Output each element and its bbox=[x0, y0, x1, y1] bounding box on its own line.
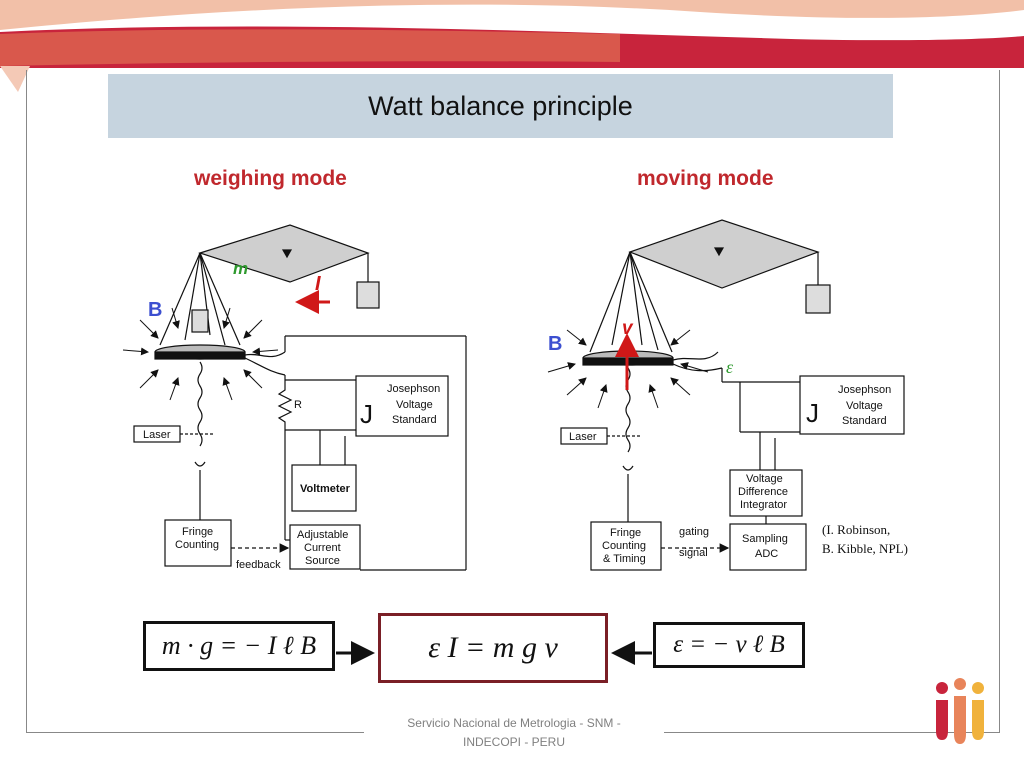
gating-label-1: gating bbox=[679, 526, 709, 538]
label-josephson-j-moving: J bbox=[806, 398, 819, 428]
counterweight bbox=[356, 281, 380, 309]
label-josephson-j: J bbox=[360, 399, 373, 429]
voltmeter-box bbox=[291, 464, 357, 512]
fringe-moving-label-3: & Timing bbox=[603, 553, 646, 565]
fringe-moving-label-2: Counting bbox=[602, 540, 646, 552]
josephson-moving-label-3: Standard bbox=[842, 415, 887, 427]
label-velocity: v bbox=[622, 318, 634, 339]
current-label-1: Adjustable bbox=[297, 529, 348, 541]
josephson-moving-label-2: Voltage bbox=[846, 400, 883, 412]
moving-diagram bbox=[547, 219, 905, 571]
institution-logo bbox=[936, 678, 984, 744]
footer-line-2: INDECOPI - PERU bbox=[462, 735, 565, 749]
fringe-box-weighing bbox=[164, 519, 232, 567]
laser-label-weighing: Laser bbox=[143, 429, 171, 441]
footer-line-1: Servicio Nacional de Metrologia - SNM - bbox=[407, 716, 621, 730]
fringe-box-moving bbox=[590, 521, 662, 571]
josephson-box-moving bbox=[799, 375, 905, 435]
credit-line-1: (I. Robinson, bbox=[822, 522, 891, 537]
header-banner bbox=[0, 0, 1024, 92]
label-mass: m bbox=[233, 259, 248, 278]
adc-box bbox=[729, 523, 807, 571]
label-current: I bbox=[315, 273, 321, 295]
equation-moving: ε = − v ℓ B bbox=[653, 622, 805, 668]
fringe-moving-label-1: Fringe bbox=[610, 527, 641, 539]
josephson-label-3: Standard bbox=[392, 414, 437, 426]
integrator-label-1: Voltage bbox=[746, 473, 783, 485]
weighing-mode-title: weighing mode bbox=[194, 167, 347, 190]
integrator-label-3: Integrator bbox=[740, 499, 787, 511]
coil bbox=[154, 351, 246, 360]
laser-label-moving: Laser bbox=[569, 431, 597, 443]
josephson-label-2: Voltage bbox=[396, 399, 433, 411]
josephson-label-1: Josephson bbox=[387, 383, 440, 395]
equation-watt: ε I = m g v bbox=[378, 613, 608, 683]
label-resistor: R bbox=[294, 399, 302, 411]
moving-labels: v B ε J Josephson Voltage Standard Laser… bbox=[548, 318, 891, 565]
test-mass bbox=[191, 309, 209, 333]
current-source-box bbox=[289, 524, 361, 570]
adc-label-2: ADC bbox=[755, 548, 778, 560]
integrator-label-2: Difference bbox=[738, 486, 788, 498]
credit-note: (I. Robinson, B. Kibble, NPL) bbox=[822, 520, 908, 558]
weighing-labels: m I B R J Josephson Voltage Standard Las… bbox=[143, 259, 440, 571]
balance-beam-moving bbox=[628, 219, 820, 289]
adc-label-1: Sampling bbox=[742, 533, 788, 545]
slide-title: Watt balance principle bbox=[368, 90, 633, 121]
label-field-weighing: B bbox=[148, 299, 162, 321]
current-label-2: Current bbox=[304, 542, 341, 554]
counterweight-moving bbox=[805, 284, 831, 314]
footer: Servicio Nacional de Metrologia - SNM - … bbox=[364, 714, 664, 752]
resistor bbox=[277, 375, 293, 430]
josephson-box-weighing bbox=[355, 375, 449, 437]
label-emf: ε bbox=[726, 357, 734, 377]
balance-beam bbox=[198, 224, 370, 283]
fringe-label-2: Counting bbox=[175, 539, 219, 551]
title-bar: Watt balance principle bbox=[108, 74, 893, 138]
credit-line-2: B. Kibble, NPL) bbox=[822, 541, 908, 556]
weighing-diagram bbox=[122, 224, 467, 571]
josephson-moving-label-1: Josephson bbox=[838, 384, 891, 396]
voltmeter-label: Voltmeter bbox=[300, 483, 351, 495]
gating-label-2: signal bbox=[679, 547, 708, 559]
label-field-moving: B bbox=[548, 333, 562, 355]
moving-mode-title: moving mode bbox=[637, 167, 774, 190]
fringe-label-1: Fringe bbox=[182, 526, 213, 538]
feedback-label: feedback bbox=[236, 559, 281, 571]
equation-weighing: m · g = − I ℓ B bbox=[143, 621, 335, 671]
current-label-3: Source bbox=[305, 555, 340, 567]
